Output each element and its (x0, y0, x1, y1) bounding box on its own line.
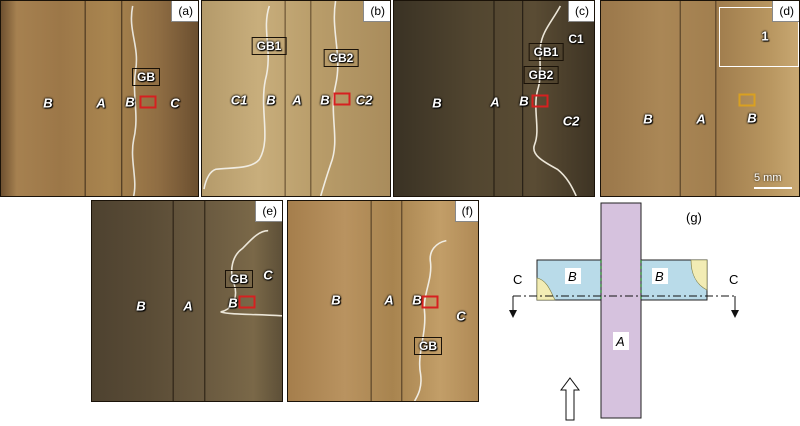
scale-bar (754, 187, 792, 189)
region-c1-label: C1 (230, 92, 248, 108)
scale-bar-label: 5 mm (754, 172, 782, 184)
red-marker-box (139, 95, 157, 109)
panel-e-image (172, 201, 282, 401)
grain-boundary-label: GB (414, 337, 442, 355)
schematic-c-left-label: C (513, 272, 522, 287)
panel-d: (d) 1 B A B 5 mm (600, 0, 800, 197)
region-b-label: B (136, 298, 146, 314)
region-c-label: C (456, 308, 466, 324)
panel-c: (c) GB1 C1 GB2 B A B C2 (393, 0, 595, 197)
panel-c-image (493, 1, 577, 196)
region-1-label: 1 (761, 28, 769, 44)
red-marker-box (421, 295, 439, 309)
region-b-label: B (643, 111, 653, 127)
hollow-up-arrow-icon (560, 377, 580, 421)
region-1-box (719, 7, 799, 67)
region-b-label: B (43, 95, 53, 111)
region-b-label: B (412, 292, 422, 308)
region-b-label: B (125, 94, 135, 110)
red-marker-box (238, 295, 256, 309)
region-a-label: A (292, 92, 302, 108)
panel-d-image (679, 1, 717, 196)
grain-boundary-1-label: GB1 (251, 37, 287, 55)
schematic-b-left-label: B (568, 269, 577, 284)
region-b-label: B (432, 95, 442, 111)
region-a-label: A (183, 298, 193, 314)
region-a-label: A (696, 111, 706, 127)
panel-c-tag: (c) (568, 1, 594, 22)
region-c-right-shape (690, 259, 708, 291)
region-b-label: B (266, 92, 276, 108)
region-b-label: B (228, 295, 238, 311)
region-c2-label: C2 (355, 92, 373, 108)
schematic-c-right-label: C (729, 272, 738, 287)
region-b-label: B (320, 92, 330, 108)
schematic-diagram: C B B C A (g) (495, 200, 800, 421)
schematic-b-right-label: B (655, 269, 664, 284)
region-c2-label: C2 (562, 113, 580, 129)
panel-g-tag: (g) (686, 210, 702, 225)
panel-a-tag: (a) (171, 1, 198, 22)
grain-boundary-2-label: GB2 (523, 66, 559, 84)
region-c-label: C (263, 267, 273, 283)
region-c-label: C (170, 95, 180, 111)
panel-b: (b) GB1 GB2 C1 B A B C2 (201, 0, 391, 197)
region-a-label: A (96, 95, 106, 111)
grain-boundary-label: GB (132, 68, 160, 86)
panel-e: (e) GB C B A B (91, 200, 283, 402)
region-b-label: B (519, 93, 529, 109)
panel-f-image (370, 201, 447, 401)
grain-boundary-2-label: GB2 (323, 49, 359, 67)
region-c1-label: C1 (568, 32, 584, 46)
region-b-label: B (747, 110, 757, 126)
panel-a-image (84, 1, 138, 196)
region-a-shape (600, 202, 642, 419)
yellow-marker-box (738, 93, 756, 107)
schematic-svg: C B B C A (g) (509, 202, 739, 421)
panel-a: (a) GB B A B C (0, 0, 199, 197)
schematic-a-label: A (615, 334, 625, 349)
panel-d-tag: (d) (772, 1, 799, 22)
red-marker-box (333, 92, 351, 106)
grain-boundary-label: GB (225, 270, 253, 288)
region-a-label: A (384, 292, 394, 308)
panel-f: (f) B A B C GB (287, 200, 479, 402)
region-b-label: B (331, 292, 341, 308)
panel-b-tag: (b) (363, 1, 390, 22)
panel-e-tag: (e) (255, 201, 282, 222)
grain-boundary-1-label: GB1 (528, 43, 564, 61)
red-marker-box (531, 94, 549, 108)
region-c-left-shape (536, 277, 556, 301)
region-a-label: A (490, 94, 500, 110)
panel-f-tag: (f) (454, 201, 478, 222)
